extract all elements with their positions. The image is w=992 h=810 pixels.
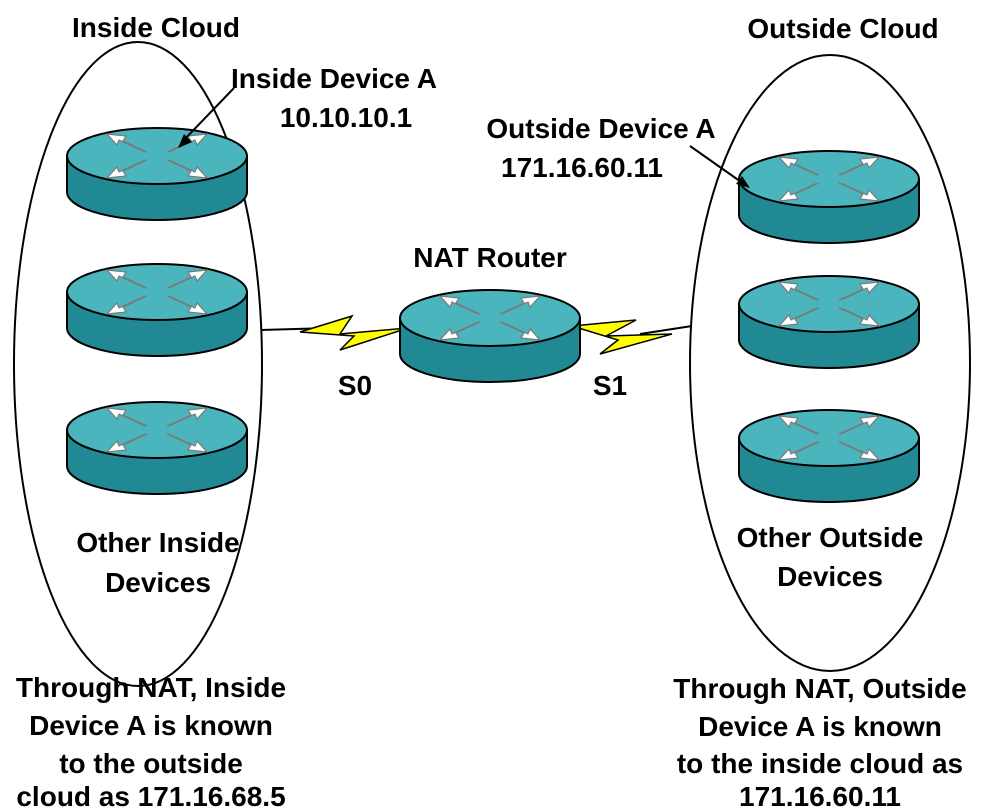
outside-device-a-name: Outside Device A bbox=[486, 113, 715, 144]
outside-cloud-ellipse bbox=[689, 54, 971, 672]
inside-router-2-icon bbox=[66, 263, 248, 357]
inside-router-3-icon bbox=[66, 401, 248, 495]
outside-device-a-ip: 171.16.60.11 bbox=[501, 152, 663, 183]
outside-note-line3: to the inside cloud as bbox=[677, 748, 963, 779]
inside-device-a-router-icon bbox=[66, 127, 248, 221]
other-outside-devices-line2: Devices bbox=[777, 561, 883, 592]
other-outside-devices-line1: Other Outside bbox=[737, 522, 924, 553]
outside-note-line4: 171.16.60.11 bbox=[739, 781, 901, 810]
inside-device-a-ip: 10.10.10.1 bbox=[280, 102, 412, 133]
inside-device-a-pointer bbox=[178, 87, 235, 148]
outside-cloud-title: Outside Cloud bbox=[747, 13, 938, 44]
inside-note-line4: cloud as 171.16.68.5 bbox=[16, 781, 285, 810]
inside-cloud-ellipse bbox=[13, 41, 263, 687]
outside-note-line1: Through NAT, Outside bbox=[673, 673, 966, 704]
inside-device-a-name: Inside Device A bbox=[231, 63, 437, 94]
inside-note-line2: Device A is known bbox=[29, 710, 273, 741]
inside-note-line3: to the outside bbox=[59, 748, 243, 779]
outside-router-3-icon bbox=[738, 409, 920, 503]
outside-note-line2: Device A is known bbox=[698, 711, 942, 742]
inside-note-line1: Through NAT, Inside bbox=[16, 672, 286, 703]
interface-s0-label: S0 bbox=[338, 370, 372, 401]
outside-device-a-router-icon bbox=[738, 150, 920, 244]
inside-cloud-title: Inside Cloud bbox=[72, 12, 240, 43]
outside-device-a-pointer bbox=[689, 145, 750, 188]
serial-link-s1 bbox=[571, 319, 693, 355]
other-inside-devices-line1: Other Inside bbox=[76, 527, 239, 558]
outside-router-2-icon bbox=[738, 275, 920, 369]
serial-link-s0 bbox=[260, 314, 409, 351]
nat-router-icon[interactable] bbox=[399, 289, 581, 383]
other-inside-devices-line2: Devices bbox=[105, 567, 211, 598]
interface-s1-label: S1 bbox=[593, 370, 627, 401]
nat-router-title: NAT Router bbox=[413, 242, 567, 273]
